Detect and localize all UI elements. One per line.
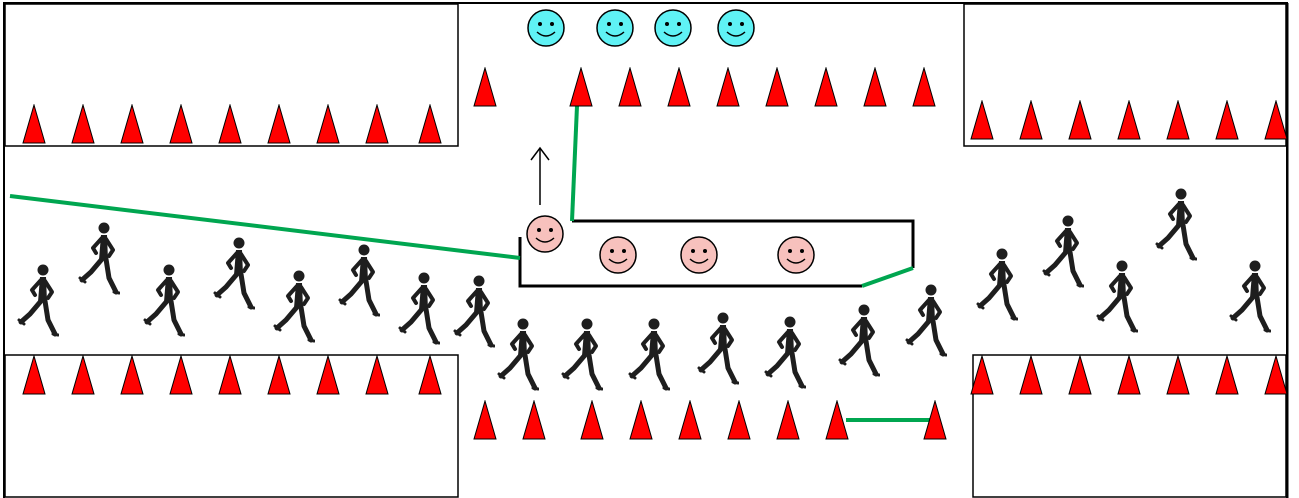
triangle-cone-icon (316, 104, 340, 144)
triangle-cone-icon (267, 355, 291, 395)
cones-top-left (22, 104, 442, 144)
triangle-cone-icon (473, 67, 497, 107)
smiley-face-icon (717, 9, 755, 47)
arrow-up-icon (530, 146, 550, 205)
blue-faces (527, 9, 755, 47)
running-man-icon (907, 285, 946, 356)
cones-top-right (970, 100, 1288, 140)
triangle-cone-icon (22, 104, 46, 144)
triangle-cone-icon (776, 400, 800, 440)
triangle-cone-icon (120, 355, 144, 395)
smiley-face-icon (654, 9, 692, 47)
triangle-cone-icon (365, 355, 389, 395)
triangle-cone-icon (765, 67, 789, 107)
triangle-cone-icon (365, 104, 389, 144)
field-border (3, 2, 1289, 498)
triangle-cone-icon (814, 67, 838, 107)
triangle-cone-icon (169, 355, 193, 395)
triangle-cone-icon (569, 67, 593, 107)
triangle-cone-icon (1215, 100, 1239, 140)
running-man-icon (400, 273, 439, 344)
smiley-face-icon (596, 9, 634, 47)
triangle-cone-icon (667, 67, 691, 107)
green-lines (9, 105, 930, 422)
top-right-box (963, 3, 1287, 147)
running-man-icon (1157, 189, 1196, 260)
triangle-cone-icon (580, 400, 604, 440)
running-man-icon (340, 245, 379, 316)
triangle-cone-icon (1068, 100, 1092, 140)
triangle-cone-icon (727, 400, 751, 440)
running-man-icon (978, 249, 1017, 320)
triangle-cone-icon (522, 400, 546, 440)
top-left-box (4, 3, 459, 147)
triangle-cone-icon (1166, 355, 1190, 395)
running-man-icon (19, 265, 58, 336)
triangle-cone-icon (970, 355, 994, 395)
cones-bottom-left (22, 355, 442, 395)
triangle-cone-icon (618, 67, 642, 107)
triangle-cone-icon (716, 67, 740, 107)
triangle-cone-icon (316, 355, 340, 395)
triangle-cone-icon (825, 400, 849, 440)
green-line-right (861, 266, 914, 288)
triangle-cone-icon (863, 67, 887, 107)
triangle-cone-icon (970, 100, 994, 140)
running-man-icon (499, 319, 538, 390)
smiley-face-icon (526, 215, 564, 253)
running-man-icon (455, 276, 494, 347)
triangle-cone-icon (1215, 355, 1239, 395)
running-man-icon (1044, 216, 1083, 287)
bottom-right-box (972, 354, 1287, 498)
triangle-cone-icon (418, 104, 442, 144)
pink-faces (526, 215, 815, 274)
triangle-cone-icon (473, 400, 497, 440)
triangle-cone-icon (22, 355, 46, 395)
cones-top-center (473, 67, 936, 107)
running-man-icon (563, 319, 602, 390)
triangle-cone-icon (120, 104, 144, 144)
triangle-cone-icon (1019, 100, 1043, 140)
triangle-cone-icon (1019, 355, 1043, 395)
running-man-icon (699, 313, 738, 384)
running-man-icon (80, 223, 119, 294)
triangle-cone-icon (267, 104, 291, 144)
smiley-face-icon (777, 236, 815, 274)
bottom-left-box (4, 354, 459, 498)
green-line-long (9, 194, 521, 260)
smiley-face-icon (680, 236, 718, 274)
triangle-cone-icon (629, 400, 653, 440)
triangle-cone-icon (1117, 100, 1141, 140)
running-man-icon (630, 319, 669, 390)
triangle-cone-icon (418, 355, 442, 395)
triangle-cone-icon (1264, 355, 1288, 395)
triangle-cone-icon (71, 104, 95, 144)
cones-bottom-right (970, 355, 1288, 395)
center-rectangle (518, 219, 915, 288)
smiley-face-icon (527, 9, 565, 47)
running-man-icon (1231, 261, 1270, 332)
running-man-icon (275, 271, 314, 342)
triangle-cone-icon (1117, 355, 1141, 395)
triangle-cone-icon (218, 355, 242, 395)
running-man-icon (1098, 261, 1137, 332)
triangle-cone-icon (912, 67, 936, 107)
triangle-cone-icon (169, 104, 193, 144)
green-line-vertical (570, 105, 579, 222)
running-man-icon (766, 317, 805, 388)
triangle-cone-icon (218, 104, 242, 144)
triangle-cone-icon (1264, 100, 1288, 140)
smiley-face-icon (599, 236, 637, 274)
running-man-icon (215, 238, 254, 309)
running-man-icon (840, 305, 879, 376)
triangle-cone-icon (71, 355, 95, 395)
triangle-cone-icon (1068, 355, 1092, 395)
running-man-icon (145, 265, 184, 336)
triangle-cone-icon (678, 400, 702, 440)
triangle-cone-icon (1166, 100, 1190, 140)
